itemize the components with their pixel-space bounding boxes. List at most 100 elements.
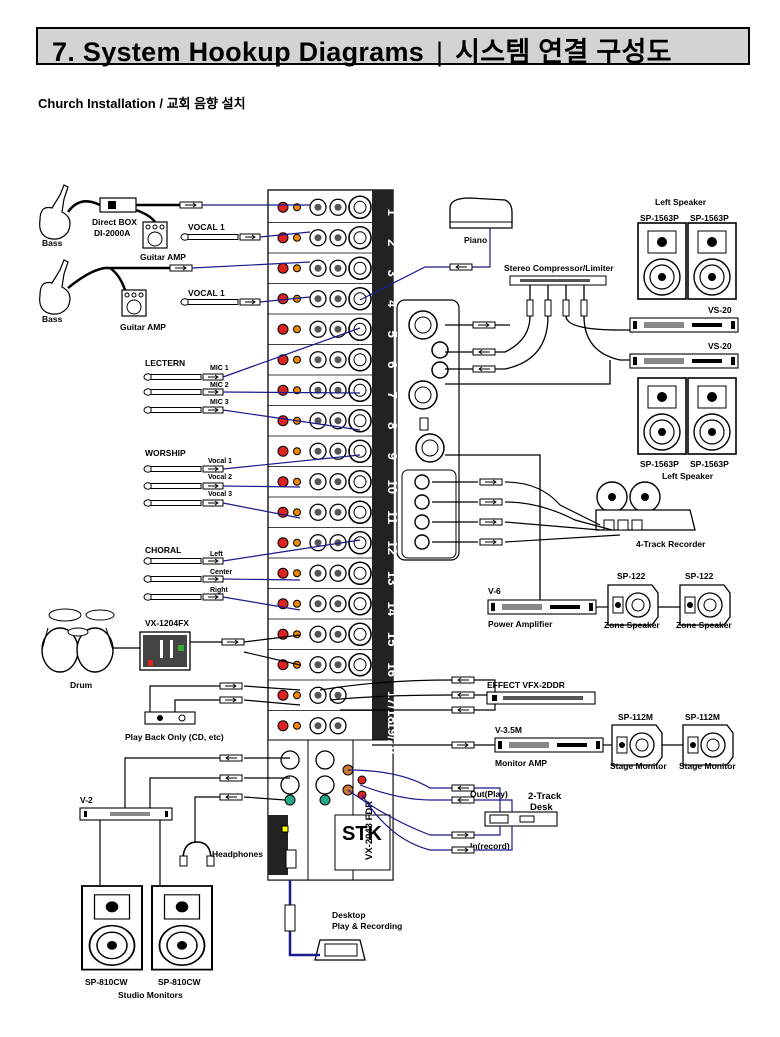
channel-strip — [268, 317, 372, 345]
channel-number-label: 19/20 — [385, 721, 400, 754]
page-subtitle: Church Installation / 교회 음향 설치 — [38, 96, 246, 111]
input-cables — [191, 204, 361, 611]
comp-ret-cable — [445, 351, 473, 370]
channel-number-label: 5 — [385, 331, 400, 338]
stage-monitor-2: SP-112M Stage Monitor — [679, 712, 736, 771]
vocal-mic-1a: VOCAL 1 — [180, 222, 261, 241]
channel-number-label: 6 — [385, 361, 400, 368]
studio-monitor-left: SP-810CW — [81, 885, 143, 987]
bass-guitar-2: Bass — [39, 259, 71, 324]
zone-label-1: Zone Speaker — [604, 620, 660, 630]
fx-jack-3 — [451, 706, 475, 714]
headphones: Headphones — [179, 841, 263, 867]
mic1-label: MIC 1 — [210, 365, 229, 372]
v6-label: V-6 — [488, 586, 501, 596]
drum-label: Drum — [70, 680, 93, 690]
tt-jack-4 — [451, 846, 475, 854]
playback-cables — [149, 685, 301, 712]
piano-cable — [359, 228, 491, 301]
channel-number-label: 1 — [385, 209, 400, 216]
comp-ret-jack-1 — [472, 348, 496, 356]
monitor-amplifier: V-3.5M Monitor AMP — [494, 725, 604, 768]
direct-box: Direct BOX DI-2000A — [92, 197, 137, 238]
sp122-label-b: SP-122 — [685, 571, 714, 581]
comp-send-jack — [472, 321, 496, 329]
compressor-label: Stereo Compressor/Limiter — [504, 263, 614, 273]
main-speaker-top-left — [637, 222, 687, 300]
choral-right-label: Right — [210, 587, 229, 594]
main-speaker-bottom-left — [637, 377, 687, 455]
main-speaker-top-right — [687, 222, 737, 300]
title-korean: 시스템 연결 구성도 — [455, 37, 672, 67]
power-amp-label: Power Amplifier — [488, 619, 553, 629]
left-speaker-bottom-label: Left Speaker — [662, 471, 714, 481]
v2-crossover: V-2 — [79, 795, 173, 821]
vocal-label-1a: VOCAL 1 — [188, 222, 225, 232]
lectern-mics: MIC 1 MIC 2 MIC 3 — [143, 365, 229, 414]
playback-jack-r — [219, 696, 243, 704]
in-record-label: In(record) — [470, 841, 510, 851]
channel-number-label: 10 — [385, 480, 400, 494]
wvocal1-label: Vocal 1 — [208, 458, 232, 465]
channel-number-label: 13 — [385, 571, 400, 585]
channel-number-label: 4 — [385, 300, 400, 308]
power-amplifier: V-6 Power Amplifier — [487, 586, 597, 629]
channel-number-label: 8 — [385, 422, 400, 429]
four-track-recorder: 4-Track Recorder — [595, 481, 706, 549]
bass-label-2: Bass — [42, 314, 63, 324]
fx-jack-2 — [451, 691, 475, 699]
mic2-label: MIC 2 — [210, 382, 229, 389]
channel-strip — [268, 439, 372, 467]
rec-jack-1 — [479, 478, 503, 486]
sp1563-label-3: SP-1563P — [640, 459, 679, 469]
mon-jack — [451, 741, 475, 749]
direct-box-model: DI-2000A — [94, 228, 130, 238]
zone-speaker-2: SP-122 Zone Speaker — [676, 571, 732, 630]
output-patch-panel — [396, 299, 460, 561]
choral-mics: Left Center Right — [143, 551, 232, 601]
two-track-cables — [347, 769, 513, 851]
worship-mics: Vocal 1 Vocal 2 Vocal 3 — [143, 458, 232, 507]
sp112-label-b: SP-112M — [685, 712, 720, 722]
channel-number-label: 9 — [385, 453, 400, 460]
piano-jack — [449, 263, 473, 271]
play-recording-label: Play & Recording — [332, 921, 402, 931]
two-track-desk: 2-Track Desk Out(Play) In(record) — [470, 789, 562, 851]
mixer-master-section: VX-2043 FDR STK — [267, 739, 394, 881]
desktop-computer: Desktop Play & Recording — [314, 910, 402, 961]
v2-label: V-2 — [80, 795, 93, 805]
playback-jack-l — [219, 682, 243, 690]
headphone-cable — [194, 796, 286, 842]
channel-strip — [268, 469, 372, 498]
mic3-label: MIC 3 — [210, 399, 229, 406]
channel-strip — [268, 225, 372, 254]
page-title: 7. System Hookup Diagrams | 시스템 연결 구성도 — [52, 37, 672, 67]
channel-strip — [268, 347, 372, 376]
recorder-cables — [432, 481, 621, 543]
drum-kit: Drum — [41, 608, 115, 690]
stage-label-2: Stage Monitor — [679, 761, 736, 771]
v2-jack-1 — [219, 754, 243, 762]
drum-jack — [221, 638, 245, 646]
comp-ret-jack-2 — [472, 365, 496, 373]
tt-jack-2 — [451, 796, 475, 804]
desktop-label: Desktop — [332, 910, 366, 920]
channel-strip — [268, 286, 372, 315]
channel-number-label: 11 — [385, 510, 400, 524]
mixer-model: VX-2043 FDR — [364, 801, 375, 860]
vs20-amp-a: VS-20 — [629, 305, 739, 333]
drum-mixer-label: VX-1204FX — [145, 618, 189, 628]
vs20-label-a: VS-20 — [708, 305, 732, 315]
channel-strip — [268, 378, 372, 406]
vx1204fx-mixer: VX-1204FX — [139, 618, 191, 671]
sp1563-label-4: SP-1563P — [690, 459, 729, 469]
bass-cables — [66, 200, 180, 291]
choral-center-label: Center — [210, 569, 232, 576]
v35m-label: V-3.5M — [495, 725, 522, 735]
vs20-amp-b: VS-20 — [629, 341, 739, 369]
out-play-label: Out(Play) — [470, 789, 508, 799]
v2-jack-2 — [219, 774, 243, 782]
stage-label-1: Stage Monitor — [610, 761, 667, 771]
